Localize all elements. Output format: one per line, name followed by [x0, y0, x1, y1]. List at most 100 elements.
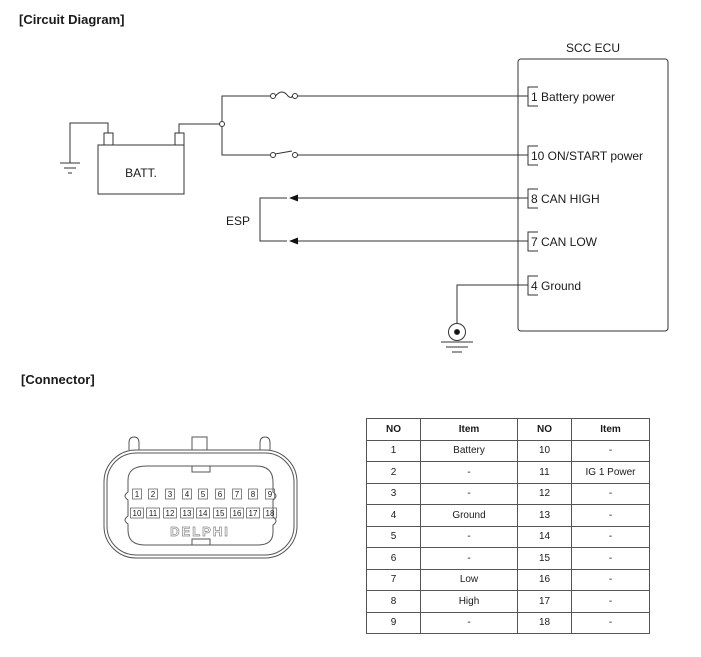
ecu-ground-wire: [456, 284, 528, 324]
connector-pin-box: [163, 507, 177, 519]
pin-item-cell: -: [571, 504, 650, 527]
table-row: 3-12-: [366, 482, 650, 505]
pin-no-cell: 16: [517, 568, 572, 591]
pin-no-cell: 8: [366, 590, 421, 613]
connector-pin-number: 8: [251, 490, 256, 499]
pin-bracket-10: [527, 145, 538, 166]
junction-node: [219, 121, 225, 127]
connector-pin-box: [246, 507, 260, 519]
connector-pin-number: 3: [168, 490, 173, 499]
connector-pin-box: [265, 488, 275, 500]
connector-pin-number: 14: [199, 509, 208, 518]
pin-bracket-7: [527, 231, 538, 252]
connector-pin-box: [196, 507, 210, 519]
table-row: 6-15-: [366, 547, 650, 570]
pin-no-cell: 18: [517, 611, 572, 634]
pin-item-cell: Ground: [420, 504, 518, 527]
connector-pin-box: [232, 488, 242, 500]
pin-no-cell: 1: [366, 439, 421, 462]
pin-no-cell: 10: [517, 439, 572, 462]
pin-item-cell: -: [571, 547, 650, 570]
pin-item-cell: -: [420, 547, 518, 570]
pin-bracket-4: [527, 275, 538, 296]
pin-no-cell: 15: [517, 547, 572, 570]
esp-bracket: [259, 197, 287, 242]
connector-pin-box: [248, 488, 258, 500]
connector-heading: [Connector]: [21, 372, 95, 387]
pin-item-cell: -: [420, 525, 518, 548]
pin-item-cell: -: [420, 461, 518, 484]
header-no-2: NO: [517, 418, 572, 441]
pin-label-ground: 4 Ground: [531, 279, 581, 293]
pin-bracket-8: [527, 188, 538, 209]
battery-negative-terminal: [103, 132, 114, 146]
pin-no-cell: 9: [366, 611, 421, 634]
ecu-ground-icon: [441, 323, 473, 353]
pin-no-cell: 4: [366, 504, 421, 527]
can-high-arrow-icon: [289, 194, 298, 202]
pin-no-cell: 6: [366, 547, 421, 570]
battery-box: [97, 144, 185, 195]
connector-pin-number: 2: [151, 490, 156, 499]
connector-pin-box: [230, 507, 244, 519]
connector-pin-number: 15: [216, 509, 225, 518]
connector-pin-number: 9: [268, 490, 273, 499]
connector-pin-box: [215, 488, 225, 500]
connector-pin-box: [213, 507, 227, 519]
connector-pin-number: 16: [233, 509, 242, 518]
pin-item-cell: -: [571, 525, 650, 548]
connector-drawing: [103, 436, 298, 559]
battery-positive-terminal: [174, 132, 185, 146]
pin-item-cell: -: [571, 611, 650, 634]
pin-item-cell: -: [571, 439, 650, 462]
connector-pin-box: [146, 507, 160, 519]
can-low-arrow-icon: [289, 237, 298, 245]
scc-ecu-box: [517, 58, 669, 332]
pin-item-cell: -: [571, 568, 650, 591]
pin-item-cell: IG 1 Power: [571, 461, 650, 484]
connector-pin-box: [182, 488, 192, 500]
connector-pin-number: 6: [218, 490, 223, 499]
chassis-ground-icon: [60, 162, 80, 174]
ecu-title: SCC ECU: [566, 41, 620, 55]
connector-pin-number: 18: [266, 509, 275, 518]
pin-label-can-low: 7 CAN LOW: [531, 235, 598, 249]
connector-pin-number: 10: [133, 509, 142, 518]
fuse-branch-wire: [221, 95, 270, 121]
pin-label-battery-power: 1 Battery power: [531, 90, 615, 104]
pin-no-cell: 12: [517, 482, 572, 505]
connector-pin-number: 1: [135, 490, 140, 499]
switch-branch-wire: [221, 127, 270, 156]
connector-pin-box: [132, 488, 142, 500]
pin-item-cell: High: [420, 590, 518, 613]
pin-item-cell: -: [420, 611, 518, 634]
connector-pin-box: [148, 488, 158, 500]
pin-table-header: NO Item NO Item: [366, 418, 650, 441]
connector-pin-number: 7: [235, 490, 240, 499]
connector-pin-box: [198, 488, 208, 500]
pin-no-cell: 7: [366, 568, 421, 591]
pin-item-cell: -: [420, 482, 518, 505]
connector-pin-box: [263, 507, 277, 519]
battery-ground-wire: [69, 122, 109, 163]
connector-pin-number: 13: [183, 509, 192, 518]
table-row: 9-18-: [366, 611, 650, 634]
pin-no-cell: 13: [517, 504, 572, 527]
pin-no-cell: 3: [366, 482, 421, 505]
pin-no-cell: 2: [366, 461, 421, 484]
pin-bracket-1: [527, 86, 538, 107]
connector-pin-box: [180, 507, 194, 519]
esp-label: ESP: [226, 214, 250, 228]
connector-pin-number: 17: [249, 509, 258, 518]
battery-positive-wire: [178, 123, 219, 133]
pin-item-cell: Battery: [420, 439, 518, 462]
pin-item-cell: -: [571, 590, 650, 613]
connector-pin-box: [130, 507, 144, 519]
pin-no-cell: 5: [366, 525, 421, 548]
circuit-diagram-heading: [Circuit Diagram]: [19, 12, 125, 27]
table-row: 5-14-: [366, 525, 650, 548]
